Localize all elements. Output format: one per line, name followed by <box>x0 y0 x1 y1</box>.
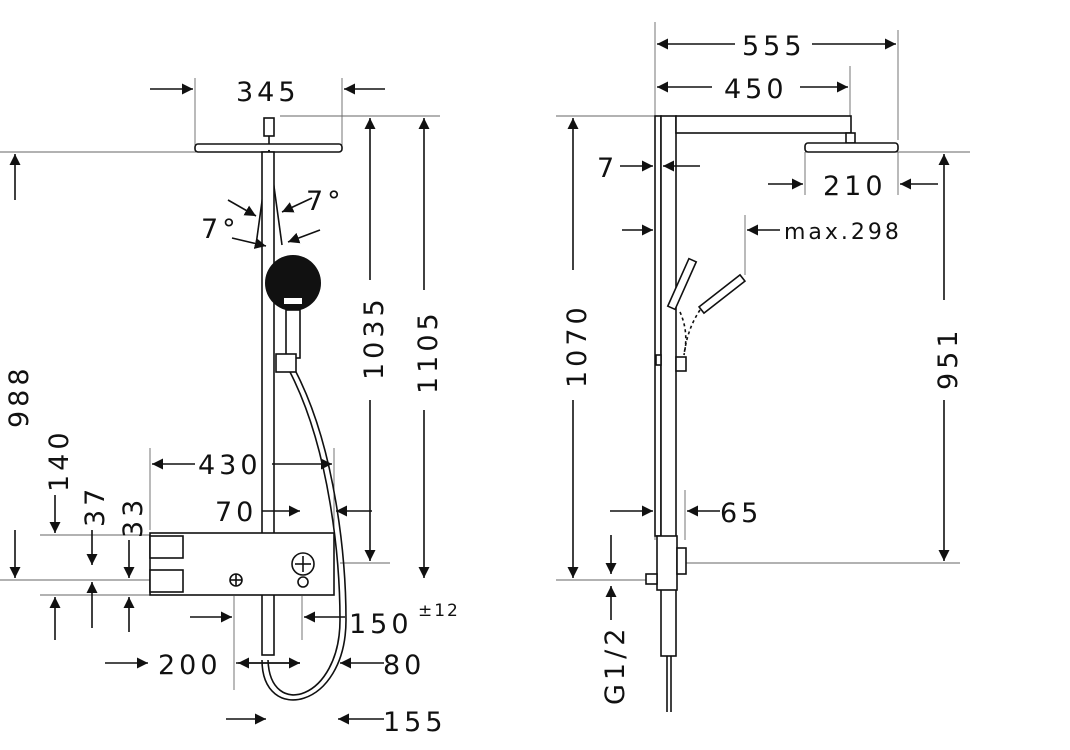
dim-depth-65: 65 <box>720 498 762 529</box>
front-view: 345 988 1035 1105 7° 7° 430 70 140 37 33… <box>0 77 460 738</box>
dim-angle-right: 7° <box>306 186 345 217</box>
dim-height-1035: 1035 <box>359 295 390 380</box>
dim-offset-155: 155 <box>383 707 447 738</box>
dim-angle-left: 7° <box>201 214 240 245</box>
dim-thermostat-width: 430 <box>198 450 262 481</box>
dim-offset-200: 200 <box>158 650 222 681</box>
side-view: 555 450 7 210 max.298 1070 951 65 G1/2 <box>556 22 970 712</box>
dim-offset-37: 37 <box>80 485 111 527</box>
dim-arm-length: 450 <box>724 74 788 105</box>
dim-head-width: 345 <box>236 77 300 108</box>
dim-height-988: 988 <box>4 364 35 428</box>
dim-head-diameter: 210 <box>823 171 887 202</box>
dim-offset-70: 70 <box>215 497 257 528</box>
dim-offset-33: 33 <box>118 496 149 538</box>
dim-offset-140: 140 <box>44 428 75 492</box>
dim-height-951: 951 <box>933 326 964 390</box>
side-thermostat <box>656 535 678 591</box>
side-overhead-shower <box>804 142 899 153</box>
dim-tolerance: ±12 <box>418 601 460 621</box>
dim-height-1105: 1105 <box>413 309 444 394</box>
dim-spacing-150: 150 <box>349 609 413 640</box>
side-hand-shower <box>655 257 747 372</box>
dim-connection: G1/2 <box>600 625 631 705</box>
dim-hand-shower-reach: max.298 <box>784 220 902 245</box>
dim-arm-reach: 555 <box>742 31 806 62</box>
hand-shower <box>265 255 321 311</box>
dim-offset-80: 80 <box>383 650 425 681</box>
dim-height-1070: 1070 <box>562 303 593 388</box>
dim-wall-gap: 7 <box>597 153 618 184</box>
shower-arm <box>675 115 852 134</box>
side-riser-pipe <box>660 115 677 657</box>
